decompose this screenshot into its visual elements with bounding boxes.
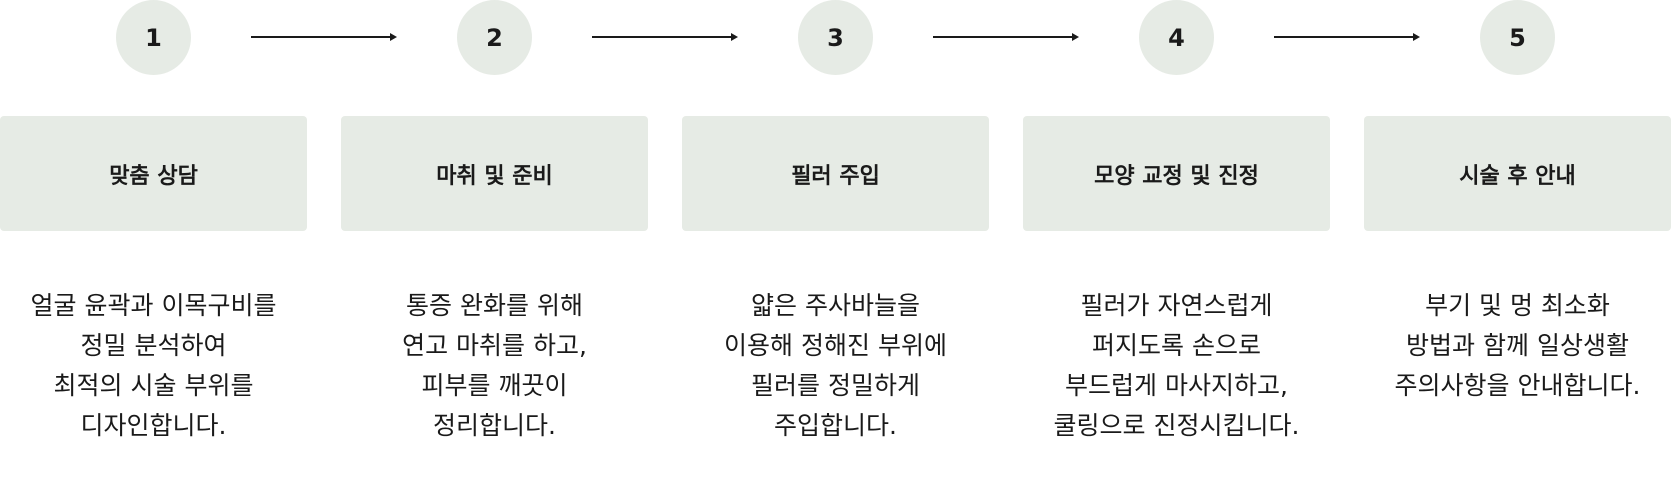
step-number-badge: 2 <box>457 0 532 75</box>
step-title-box: 맞춤 상담 <box>0 116 307 231</box>
arrow-right-icon <box>592 30 738 44</box>
description-line: 피부를 깨끗이 <box>421 371 568 400</box>
step-description: 얇은 주사바늘을 이용해 정해진 부위에 필러를 정밀하게 주입합니다. <box>682 286 989 446</box>
step-description: 필러가 자연스럽게 퍼지도록 손으로 부드럽게 마사지하고, 쿨링으로 진정시킵… <box>1023 286 1330 446</box>
step-2: 2 마취 및 준비 통증 완화를 위해 연고 마취를 하고, 피부를 깨끗이 정… <box>341 0 648 490</box>
step-title-box: 시술 후 안내 <box>1364 116 1671 231</box>
description-line: 주의사항을 안내합니다. <box>1394 371 1641 400</box>
step-number-badge: 3 <box>798 0 873 75</box>
description-line: 얼굴 윤곽과 이목구비를 <box>30 291 277 320</box>
step-5: 5 시술 후 안내 부기 및 멍 최소화 방법과 함께 일상생활 주의사항을 안… <box>1364 0 1671 490</box>
step-title-box: 마취 및 준비 <box>341 116 648 231</box>
description-line: 방법과 함께 일상생활 <box>1406 331 1629 360</box>
description-line: 정리합니다. <box>433 411 556 440</box>
description-line: 퍼지도록 손으로 <box>1092 331 1261 360</box>
step-description: 얼굴 윤곽과 이목구비를 정밀 분석하여 최적의 시술 부위를 디자인합니다. <box>0 286 307 446</box>
description-line: 얇은 주사바늘을 <box>751 291 920 320</box>
description-line: 부드럽게 마사지하고, <box>1065 371 1288 400</box>
step-title-box: 모양 교정 및 진정 <box>1023 116 1330 231</box>
description-line: 필러가 자연스럽게 <box>1080 291 1273 320</box>
description-line: 정밀 분석하여 <box>80 331 227 360</box>
description-line: 필러를 정밀하게 <box>751 371 920 400</box>
description-line: 디자인합니다. <box>80 411 227 440</box>
arrow-right-icon <box>933 30 1079 44</box>
description-line: 주입합니다. <box>774 411 897 440</box>
step-number-badge: 1 <box>116 0 191 75</box>
arrow-right-icon <box>1274 30 1420 44</box>
description-line: 통증 완화를 위해 <box>406 291 583 320</box>
step-number-badge: 4 <box>1139 0 1214 75</box>
description-line: 최적의 시술 부위를 <box>53 371 254 400</box>
step-description: 통증 완화를 위해 연고 마취를 하고, 피부를 깨끗이 정리합니다. <box>341 286 648 446</box>
step-3: 3 필러 주입 얇은 주사바늘을 이용해 정해진 부위에 필러를 정밀하게 주입… <box>682 0 989 490</box>
step-1: 1 맞춤 상담 얼굴 윤곽과 이목구비를 정밀 분석하여 최적의 시술 부위를 … <box>0 0 307 490</box>
description-line: 부기 및 멍 최소화 <box>1425 291 1610 320</box>
step-4: 4 모양 교정 및 진정 필러가 자연스럽게 퍼지도록 손으로 부드럽게 마사지… <box>1023 0 1330 490</box>
description-line: 연고 마취를 하고, <box>402 331 587 360</box>
step-description: 부기 및 멍 최소화 방법과 함께 일상생활 주의사항을 안내합니다. <box>1364 286 1671 406</box>
description-line: 이용해 정해진 부위에 <box>724 331 947 360</box>
step-title-box: 필러 주입 <box>682 116 989 231</box>
description-line: 쿨링으로 진정시킵니다. <box>1053 411 1300 440</box>
arrow-right-icon <box>251 30 397 44</box>
step-number-badge: 5 <box>1480 0 1555 75</box>
